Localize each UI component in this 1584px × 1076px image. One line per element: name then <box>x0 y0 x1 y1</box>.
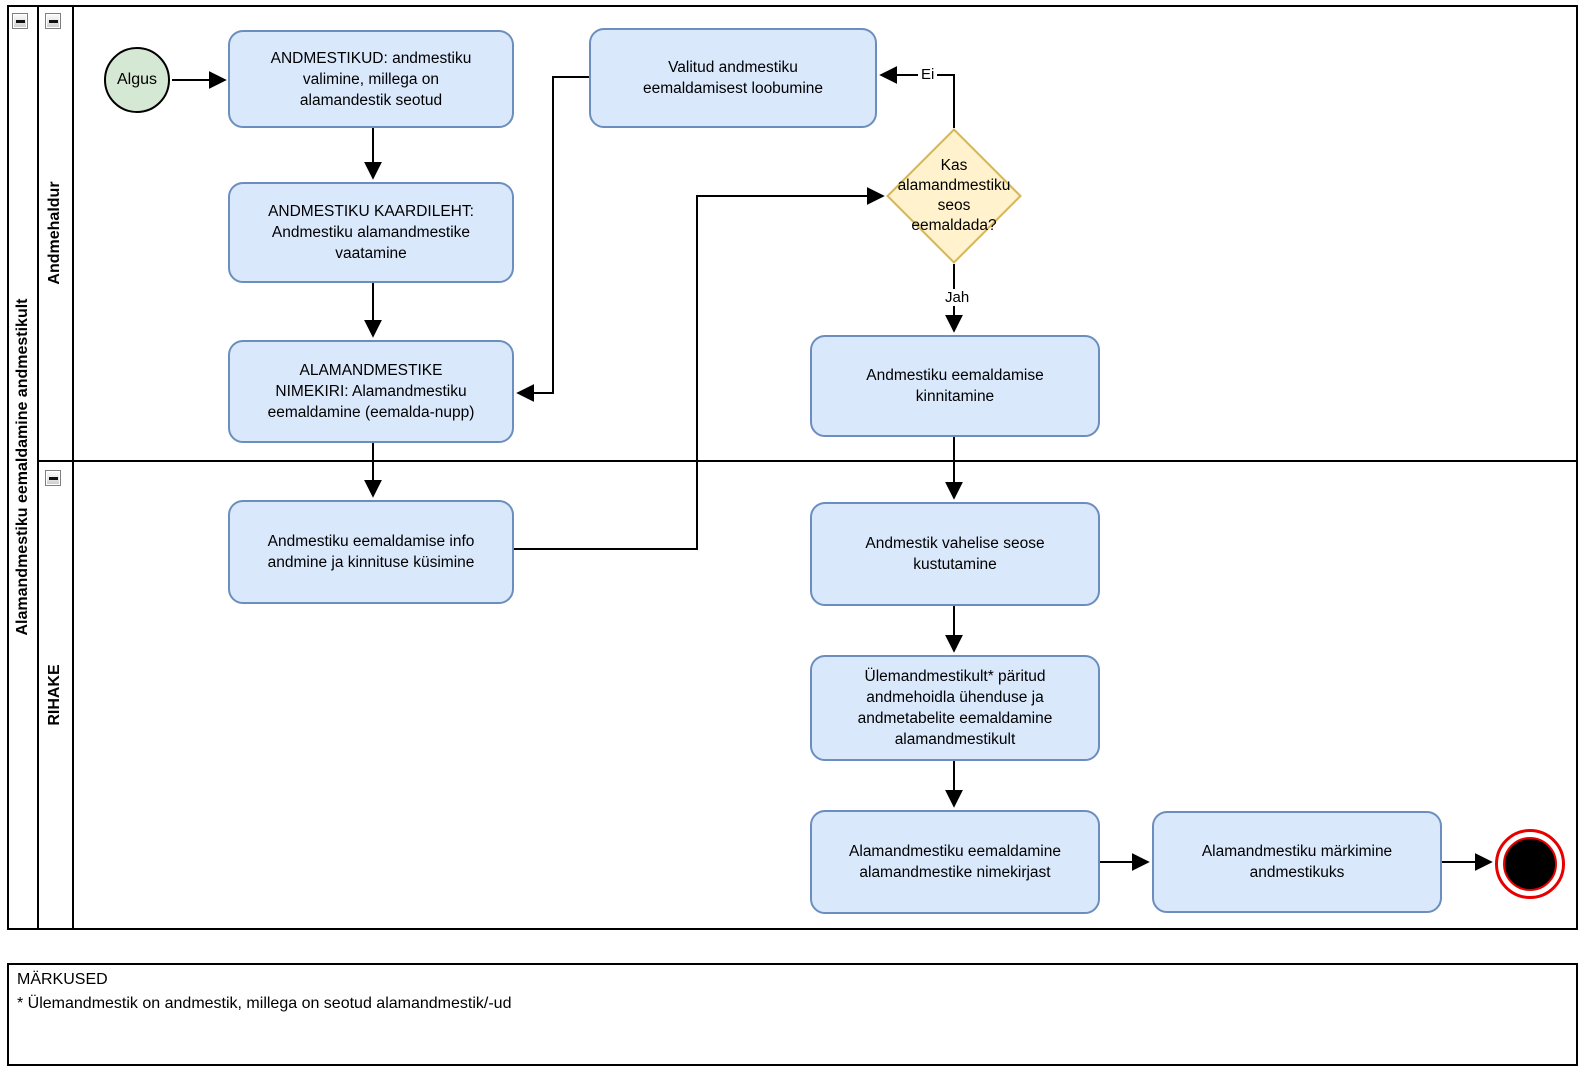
start-event-label: Algus <box>116 71 158 88</box>
task-label: ALAMANDMESTIKE NIMEKIRI: Alamandmestiku … <box>267 362 475 421</box>
edge-label-ei: Ei <box>918 66 938 83</box>
task-nimekiri[interactable]: ALAMANDMESTIKE NIMEKIRI: Alamandmestiku … <box>228 340 514 443</box>
task-kustutamine[interactable]: Andmestik vahelise seose kustutamine <box>810 502 1100 606</box>
task-kinnitamine[interactable]: Andmestiku eemaldamise kinnitamine <box>810 335 1100 437</box>
edge-label-jah: Jah <box>942 289 973 306</box>
pool-title-separator <box>37 7 39 928</box>
task-label: Valitud andmestiku eemaldamisest loobumi… <box>642 59 824 97</box>
task-label: ANDMESTIKUD: andmestiku valimine, milleg… <box>270 49 472 109</box>
notes-box: MÄRKUSED * Ülemandmestik on andmestik, m… <box>7 963 1578 1066</box>
gateway-seos-label: Kas alamandmestiku seos eemaldada? <box>897 157 1011 234</box>
notes-title: MÄRKUSED <box>17 971 108 988</box>
minus-icon <box>48 476 58 480</box>
task-label: Andmestiku eemaldamise kinnitamine <box>866 367 1044 405</box>
task-label: Alamandmestiku märkimine andmestikuks <box>1201 843 1393 881</box>
task-label: Alamandmestiku eemaldamine alamandmestik… <box>849 843 1061 881</box>
lane-divider <box>39 460 1576 462</box>
task-info[interactable]: Andmestiku eemaldamise info andmine ja k… <box>228 500 514 604</box>
task-markimine[interactable]: Alamandmestiku märkimine andmestikuks <box>1152 811 1442 913</box>
lane-rihake-collapse-button[interactable] <box>45 470 61 486</box>
task-loobumine[interactable]: Valitud andmestiku eemaldamisest loobumi… <box>589 28 877 128</box>
notes-body: * Ülemandmestik on andmestik, millega on… <box>17 995 512 1012</box>
lane-label-separator <box>72 7 74 928</box>
end-event[interactable] <box>1495 829 1565 899</box>
task-label: ANDMESTIKU KAARDILEHT: Andmestiku alaman… <box>268 203 474 262</box>
pool-frame <box>7 5 1578 930</box>
minus-icon <box>15 19 25 23</box>
task-nimekirjast[interactable]: Alamandmestiku eemaldamine alamandmestik… <box>810 810 1100 914</box>
pool-collapse-button[interactable] <box>12 13 28 29</box>
start-event[interactable]: Algus <box>104 47 170 113</box>
task-label: Andmestiku eemaldamise info andmine ja k… <box>267 533 475 571</box>
task-label: Ülemandmestikult* päritud andmehoidla üh… <box>857 668 1053 748</box>
minus-icon <box>48 19 58 23</box>
task-paritud[interactable]: Ülemandmestikult* päritud andmehoidla üh… <box>810 655 1100 761</box>
lane-andmehaldur-collapse-button[interactable] <box>45 13 61 29</box>
end-event-core <box>1503 837 1557 891</box>
pool-title: Alamandmestiku eemaldamine andmestikult <box>14 298 31 636</box>
lane-label-rihake: RIHAKE <box>46 664 63 726</box>
task-andmestikud[interactable]: ANDMESTIKUD: andmestiku valimine, milleg… <box>228 30 514 128</box>
lane-label-andmehaldur: Andmehaldur <box>46 181 63 285</box>
task-label: Andmestik vahelise seose kustutamine <box>865 535 1045 573</box>
task-kaardileht[interactable]: ANDMESTIKU KAARDILEHT: Andmestiku alaman… <box>228 182 514 283</box>
